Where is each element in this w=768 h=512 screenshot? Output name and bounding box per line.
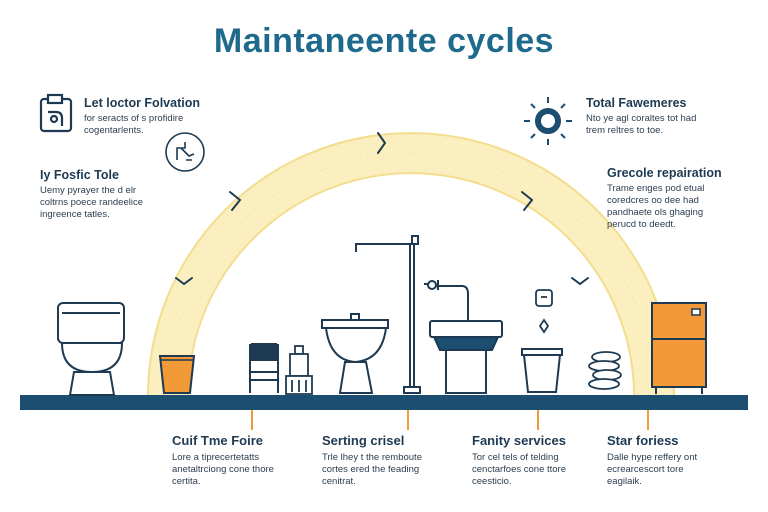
- bottom-line: Tor cel tels of telding: [472, 452, 559, 463]
- bottom-item: Serting crisel Trle lhey t the remboute …: [322, 433, 462, 488]
- note-top-right: Total Fawemeres Nto ye agl coraltes tot …: [586, 96, 756, 137]
- note-line: coltrns poece randeelice: [40, 197, 143, 208]
- note-line: cogentarlents.: [84, 125, 144, 136]
- bucket-icon: [158, 355, 196, 394]
- plumbing-badge-icon: [165, 132, 205, 172]
- faucet-pipe-icon: [355, 235, 421, 394]
- note-top-right-body: Nto ye agl coraltes tot had trem reltres…: [586, 113, 756, 137]
- vessel-sink-icon: [424, 280, 503, 394]
- note-mid-left-title: Iy Fosfic Tole: [40, 168, 119, 182]
- bottom-item: Fanity services Tor cel tels of telding …: [472, 433, 602, 488]
- diagram-title: Maintaneente cycles: [213, 22, 555, 60]
- note-mid-right-body: Trame enges pod etual coredcres oo dee h…: [607, 183, 757, 231]
- cycle-arrow-icon: [175, 132, 589, 286]
- note-line: for seracts of s profidire: [84, 113, 184, 124]
- bottom-line: anetaltrciong cone thore: [172, 464, 274, 475]
- note-line: Trame enges pod etual: [607, 183, 705, 194]
- bottom-line: ceesticio.: [472, 476, 512, 487]
- bottom-item-title: Star foriess: [607, 433, 679, 448]
- note-top-left: Let loctor Folvation for seracts of s pr…: [84, 96, 234, 137]
- bottom-line: Lore a tiprecertetatts: [172, 452, 260, 463]
- bottom-item-body: Tor cel tels of telding cenctarfoes cone…: [472, 452, 602, 488]
- waste-bin-icon: [521, 348, 563, 393]
- bottom-line: Dalle hype reffery ont: [607, 452, 698, 463]
- clipboard-icon: [39, 93, 73, 133]
- note-line: coredcres oo dee had: [607, 195, 699, 206]
- note-line: perucd to deedt.: [607, 219, 676, 230]
- bottom-line: cenitrat.: [322, 476, 356, 487]
- bottom-line: Trle lhey t the remboute: [322, 452, 422, 463]
- sun-gear-icon: [524, 97, 572, 145]
- storage-cabinet-icon: [651, 302, 707, 394]
- bottom-item-title: Cuif Tme Foire: [172, 433, 264, 448]
- note-top-left-body: for seracts of s profidire cogentarlents…: [84, 113, 234, 137]
- note-mid-right: Grecole repairation Trame enges pod etua…: [607, 166, 757, 231]
- bottom-line: cortes ered the feading: [322, 464, 420, 475]
- cycle-arc: [147, 132, 675, 397]
- bottom-line: ecrearcescort tore: [607, 464, 684, 475]
- note-top-right-title: Total Fawemeres: [586, 96, 687, 110]
- connector-lines: [251, 410, 649, 430]
- toilet-icon: [57, 302, 125, 396]
- chair-icon: [249, 343, 279, 393]
- bottom-line: eagilaik.: [607, 476, 642, 487]
- note-top-left-title: Let loctor Folvation: [84, 96, 200, 110]
- bottom-item-title: Serting crisel: [322, 433, 405, 448]
- soap-dispenser-icon: [285, 345, 313, 395]
- bottom-item-body: Dalle hype reffery ont ecrearcescort tor…: [607, 452, 747, 488]
- note-mid-left: Iy Fosfic Tole Uemy pyrayer the d elr co…: [40, 168, 190, 221]
- note-mid-right-title: Grecole repairation: [607, 166, 722, 180]
- note-line: Nto ye agl coraltes tot had: [586, 113, 697, 124]
- bottom-item-body: Lore a tiprecertetatts anetaltrciong con…: [172, 452, 312, 488]
- pedestal-sink-icon: [321, 313, 389, 394]
- floor-bar: [20, 395, 748, 410]
- note-mid-left-body: Uemy pyrayer the d elr coltrns poece ran…: [40, 185, 190, 221]
- bottom-item: Star foriess Dalle hype reffery ont ecre…: [607, 433, 747, 488]
- bottom-item-title: Fanity services: [472, 433, 566, 448]
- wall-dispenser-icon: [535, 289, 553, 334]
- towel-stack-icon: [588, 351, 622, 390]
- bottom-item: Cuif Tme Foire Lore a tiprecertetatts an…: [172, 433, 312, 488]
- note-line: ingreence tatles.: [40, 209, 110, 220]
- bottom-line: cenctarfoes cone ttore: [472, 464, 566, 475]
- note-line: pandhaete ols ghaging: [607, 207, 704, 218]
- note-line: Uemy pyrayer the d elr: [40, 185, 137, 196]
- bottom-item-body: Trle lhey t the remboute cortes ered the…: [322, 452, 462, 488]
- bottom-line: certita.: [172, 476, 201, 487]
- note-line: trem reltres to toe.: [586, 125, 664, 136]
